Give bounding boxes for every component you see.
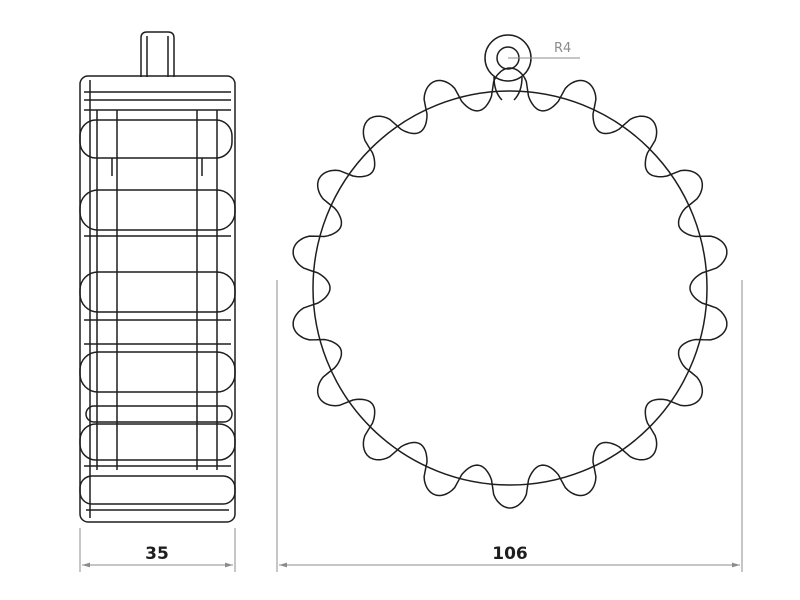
inner-ring <box>312 90 708 486</box>
side-bar <box>79 475 236 505</box>
radius-label: R4 <box>554 41 571 56</box>
side-bars <box>79 119 236 511</box>
loop-neck <box>493 76 523 101</box>
top-peg <box>140 31 175 77</box>
side-bar <box>79 119 233 159</box>
side-bar <box>79 423 236 461</box>
side-bar <box>79 271 236 313</box>
diameter-label: 106 <box>492 544 528 564</box>
width-dimension: 35 <box>79 528 236 572</box>
radius-callout: R4 <box>508 41 580 59</box>
scalloped-rim <box>292 67 728 509</box>
width-label: 35 <box>145 544 169 564</box>
side-bar <box>79 351 236 393</box>
side-view: 35 <box>79 31 236 572</box>
inner-rails <box>96 110 218 470</box>
side-bar <box>85 405 233 423</box>
side-bar <box>79 189 236 231</box>
diameter-dimension: 106 <box>276 280 743 572</box>
front-view: R4 106 <box>276 34 743 572</box>
side-body-outline <box>79 75 236 523</box>
